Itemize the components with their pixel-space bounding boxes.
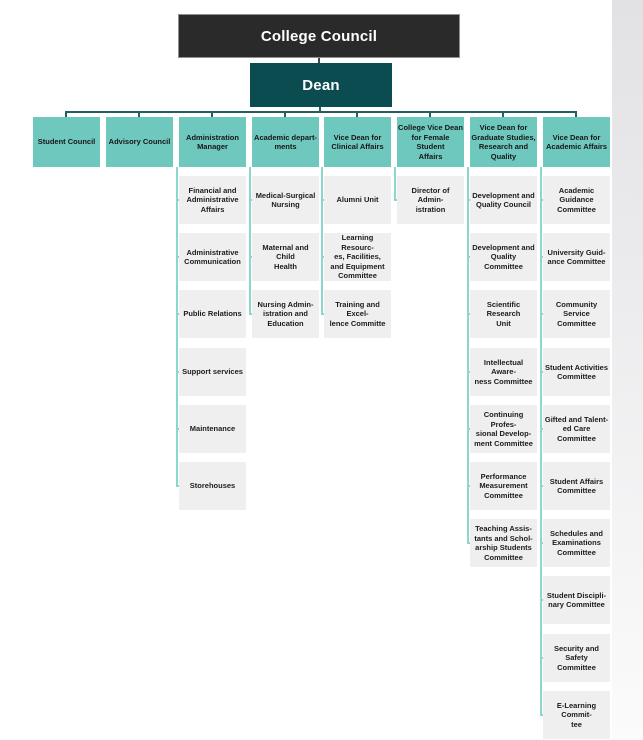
connector-drop-7 [502,111,504,118]
node-administrative-communication: Administrative Communication [179,233,246,281]
connector-stub [321,256,324,258]
connector-stub [321,199,324,201]
connector-drop-6 [429,111,431,118]
node-student-disciplinary-committee: Student Discipli- nary Committee [543,576,610,624]
node-alumni-unit: Alumni Unit [324,176,391,224]
page-right-margin [612,0,643,740]
connector-dean-rake [66,111,577,113]
node-nursing-administration-education: Nursing Admin- istration and Education [252,290,319,338]
connector-drop-5 [356,111,358,118]
connector-council-dean [318,58,320,63]
connector-stub [249,256,252,258]
node-community-service-committee: Community Service Committee [543,290,610,338]
connector-stub [540,714,543,716]
connector-drop-3 [211,111,213,118]
connector-stub [467,542,470,544]
connector-stub [540,485,543,487]
connector-stub [321,313,324,315]
node-teaching-assistants-scholarship-students-committee: Teaching Assis- tants and Schol- arship … [470,519,537,567]
connector-stub [176,256,179,258]
node-scientific-research-unit: Scientific Research Unit [470,290,537,338]
connector-stub [176,313,179,315]
connector-column-clinical-affairs [321,167,323,315]
node-college-vice-dean-female-student-affairs: College Vice Dean for Female Student Aff… [397,117,464,167]
node-development-quality-committee: Development and Quality Committee [470,233,537,281]
connector-stub [540,371,543,373]
node-storehouses: Storehouses [179,462,246,510]
connector-stub [540,428,543,430]
connector-stub [176,428,179,430]
connector-stub [394,199,397,201]
node-university-guidance-committee: University Guid- ance Committee [543,233,610,281]
connector-stub [249,199,252,201]
node-college-council: College Council [178,14,460,58]
node-financial-administrative-affairs: Financial and Administrative Affairs [179,176,246,224]
connector-column-female-student-affairs [394,167,396,201]
node-vice-dean-academic-affairs: Vice Dean for Academic Affairs [543,117,610,167]
connector-stub [540,313,543,315]
node-continuing-professional-development-committee: Continuing Profes- sional Develop- ment … [470,405,537,453]
connector-stub [540,542,543,544]
node-gifted-talented-care-committee: Gifted and Talent- ed Care Committee [543,405,610,453]
connector-stub [540,599,543,601]
node-support-services: Support services [179,348,246,396]
connector-stub [467,313,470,315]
connector-drop-1 [65,111,67,118]
connector-stub [176,199,179,201]
connector-stub [540,657,543,659]
node-advisory-council: Advisory Council [106,117,173,167]
node-e-learning-committee: E-Learning Commit- tee [543,691,610,739]
connector-stub [540,199,543,201]
node-academic-guidance-committee: Academic Guidance Committee [543,176,610,224]
connector-stub [467,485,470,487]
connector-column-administration [176,167,178,487]
node-performance-measurement-committee: Performance Measurement Committee [470,462,537,510]
node-learning-resources-facilities-equipment-committee: Learning Resourc- es, Facilities, and Eq… [324,233,391,281]
node-administration-manager: Administration Manager [179,117,246,167]
node-vice-dean-graduate-studies: Vice Dean for Graduate Studies, Research… [470,117,537,167]
connector-stub [467,371,470,373]
connector-stub [467,428,470,430]
connector-drop-4 [284,111,286,118]
connector-column-graduate-studies [467,167,469,544]
connector-stub [467,199,470,201]
connector-column-academic-departments [249,167,251,315]
connector-stub [176,485,179,487]
node-vice-dean-clinical-affairs: Vice Dean for Clinical Affairs [324,117,391,167]
connector-dean-stub [319,107,321,112]
node-director-of-administration: Director of Admin- istration [397,176,464,224]
node-academic-departments: Academic depart- ments [252,117,319,167]
connector-column-academic-affairs [540,167,542,716]
connector-stub [540,256,543,258]
node-intellectual-awareness-committee: Intellectual Aware- ness Committee [470,348,537,396]
connector-drop-2 [138,111,140,118]
connector-drop-8 [575,111,577,118]
node-training-and-excellence-committee: Training and Excel- lence Committe [324,290,391,338]
node-development-quality-council: Development and Quality Council [470,176,537,224]
node-student-council: Student Council [33,117,100,167]
node-medical-surgical-nursing: Medical-Surgical Nursing [252,176,319,224]
connector-stub [249,313,252,315]
connector-stub [176,371,179,373]
node-maintenance: Maintenance [179,405,246,453]
node-student-activities-committee: Student Activities Committee [543,348,610,396]
node-student-affairs-committee: Student Affairs Committee [543,462,610,510]
node-schedules-examinations-committee: Schedules and Examinations Committee [543,519,610,567]
node-dean: Dean [250,63,392,107]
node-maternal-and-child-health: Maternal and Child Health [252,233,319,281]
node-public-relations: Public Relations [179,290,246,338]
connector-stub [467,256,470,258]
node-security-safety-committee: Security and Safety Committee [543,634,610,682]
